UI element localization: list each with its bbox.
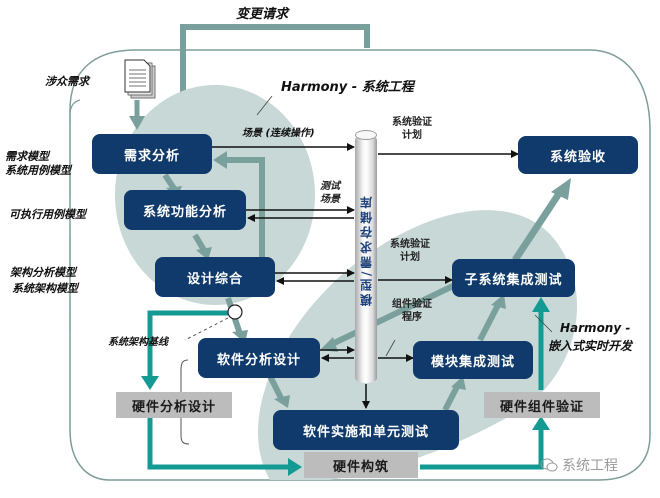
change-request-loop [180,24,370,120]
feedback-loop-head [213,151,227,169]
hw-flow-verif-to-subsys-head [532,297,550,312]
scenarios-label: 场景 (连续操作) [242,128,315,139]
flow-comp-verif-to-swad-head [320,337,338,352]
milestone-circle-icon [227,304,243,320]
flow-module-to-subsys-head [491,294,506,309]
left-label-usecase-model: 系统用例模型 [5,164,71,177]
embedded-label-line-1: Harmony - [560,321,631,335]
hw-flow-to-build [147,418,290,470]
flow-subsys-to-accept-head [551,178,571,200]
system-function-analysis-box[interactable]: 系统功能分析 [124,190,246,230]
embedded-label-line-2: 嵌入式实时开发 [548,339,633,353]
left-label-exec-usecase-model: 可执行用例模型 [9,208,86,221]
test-scenarios-line-2: 场景 [320,194,340,205]
hw-flow-build-to-verif [420,428,544,470]
module-integration-test-box[interactable]: 模块集成测试 [413,341,533,379]
hw-flow-to-build-head [288,458,302,476]
software-analysis-design-box[interactable]: 软件分析设计 [198,338,320,378]
left-label-arch-analysis-model: 架构分析模型 [10,266,76,279]
systems-engineering-frame [69,49,651,481]
watermark: 系统工程 [540,455,618,475]
design-synthesis-box[interactable]: 设计综合 [155,257,275,297]
comp-verif-proc-line-1: 组件验证 [392,299,432,310]
hw-build-box[interactable]: 硬件构筑 [304,452,418,478]
comp-verif-proc-label: 组件验证 程序 [392,298,432,324]
repository-label: 模型/需求存储库 [359,193,374,307]
change-request-label: 变更请求 [236,7,289,22]
software-impl-unit-test-box[interactable]: 软件实施和单元测试 [273,410,459,450]
feedback-loop [225,157,265,258]
flow-comp-verif-to-swad [328,282,457,348]
flow-func-to-design-head [196,247,212,260]
sys-verif-plan-mid-line-1: 系统验证 [390,239,430,250]
title-leader [256,95,273,116]
system-acceptance-box[interactable]: 系统验收 [518,136,638,174]
hw-analysis-design-box[interactable]: 硬件分析设计 [116,392,232,418]
flow-subsys-to-accept [512,190,563,262]
left-label-stakeholder-req: 涉众需求 [45,75,89,88]
flow-swad-to-impl-head [274,395,290,408]
test-scenarios-line-1: 测试 [320,181,340,192]
sys-verif-plan-mid-label: 系统验证 计划 [390,238,430,264]
left-label-req-model: 需求模型 [5,150,49,163]
flow-module-to-subsys [477,303,501,342]
sys-verif-plan-top-label: 系统验证 计划 [392,116,432,142]
hw-component-verification-box[interactable]: 硬件组件验证 [484,392,600,418]
comp-verif-proc-line-2: 程序 [402,312,422,323]
hw-flow-build-to-verif-head [532,416,550,430]
baseline-dashed-leader [184,317,229,341]
hw-flow-from-baseline-head [141,376,159,390]
doc-to-req-arrowhead [129,116,145,130]
document-stack-icon [124,59,156,99]
requirements-analysis-box[interactable]: 需求分析 [92,134,212,174]
harmony-se-title: Harmony - 系统工程 [281,80,414,95]
repository-cylinder [355,135,377,383]
test-scenarios-label: 测试 场景 [320,180,340,206]
sys-verif-plan-mid-line-2: 计划 [400,252,420,263]
subsystem-integration-test-box[interactable]: 子系统集成测试 [452,259,575,297]
sys-verif-plan-top-line-1: 系统验证 [392,117,432,128]
flow-impl-to-module-head [451,376,466,390]
comp-verif-leader [385,339,396,357]
repository-cylinder-top [355,130,377,140]
sys-verif-plan-top-line-2: 计划 [402,130,422,141]
embedded-leader [534,314,553,333]
baseline-label: 系统架构基线 [108,337,168,348]
left-label-sys-arch-model: 系统架构模型 [12,282,78,295]
watermark-text: 系统工程 [562,458,618,474]
hw-flow-from-baseline [147,310,228,378]
flow-impl-to-module [442,383,461,412]
left-bracket [69,99,81,330]
wechat-icon [540,458,558,472]
